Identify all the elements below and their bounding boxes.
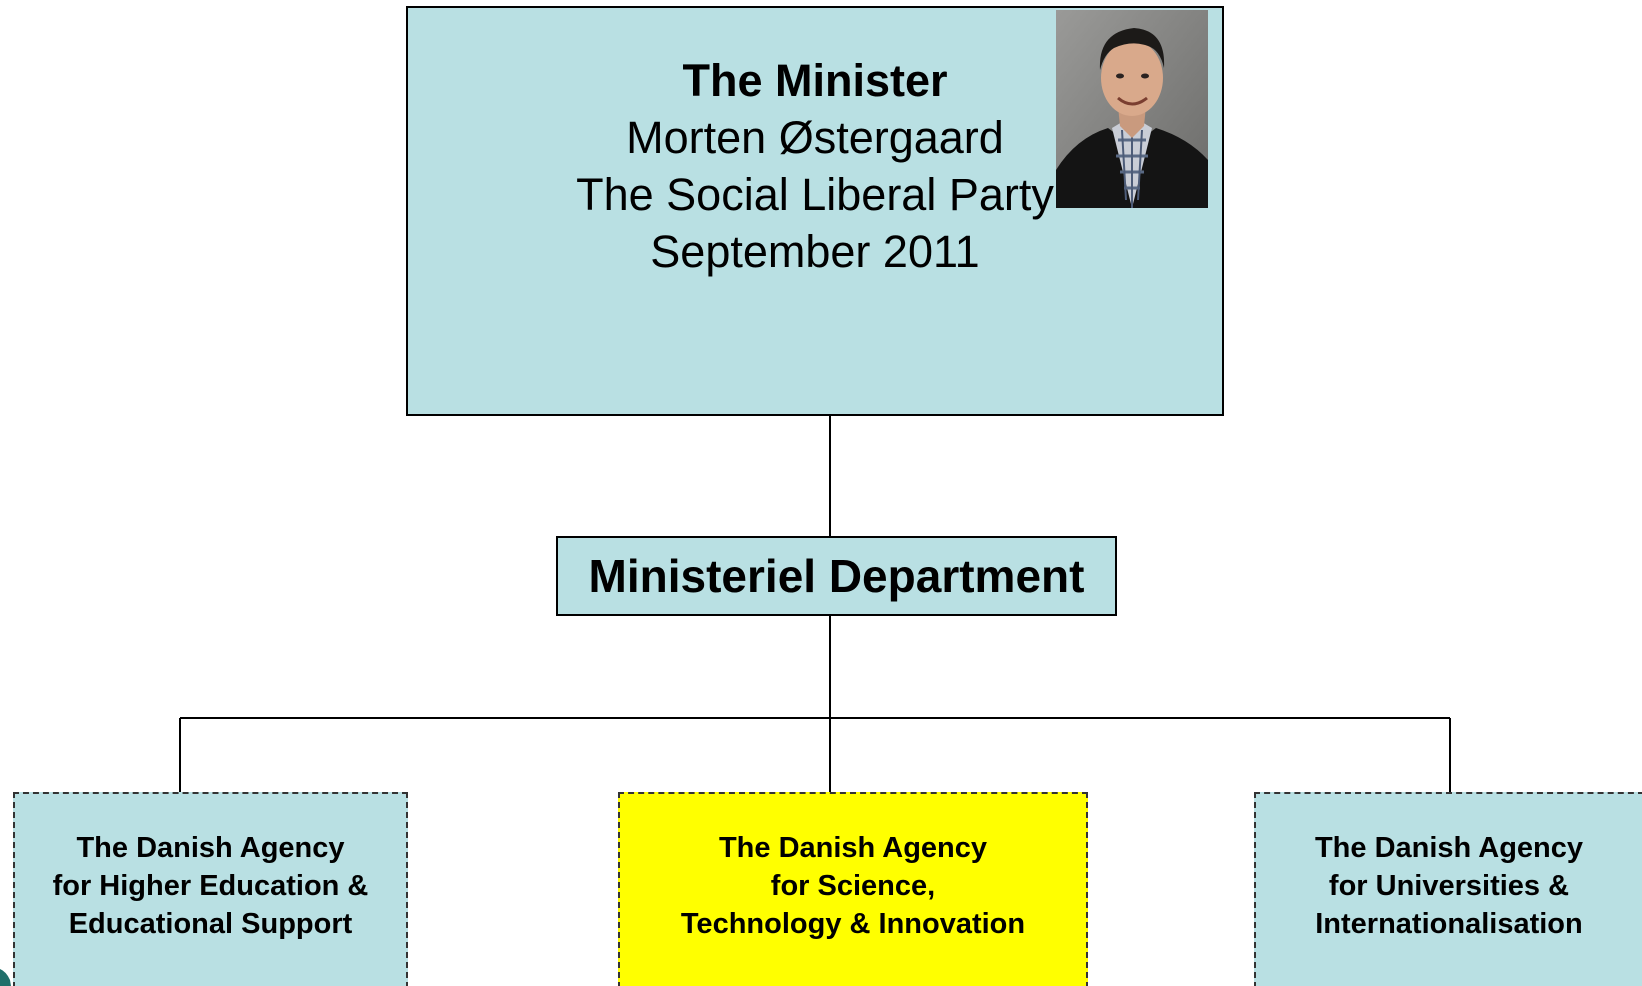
agency-line: The Danish Agency: [718, 832, 988, 864]
agency-line: The Danish Agency: [1314, 832, 1584, 864]
agency-higher-education-box: The Danish Agency for Higher Education &…: [13, 792, 408, 986]
minister-name: Morten Østergaard: [626, 112, 1004, 163]
agency-line: Technology & Innovation: [680, 908, 1026, 940]
minister-date: September 2011: [650, 226, 980, 277]
minister-photo: [1056, 10, 1208, 208]
agency-universities-box: The Danish Agency for Universities & Int…: [1254, 792, 1642, 986]
agency-science-technology-box: The Danish Agency for Science, Technolog…: [618, 792, 1088, 986]
minister-party: The Social Liberal Party: [576, 169, 1054, 220]
department-box: Ministeriel Department: [556, 536, 1117, 616]
agency-line: The Danish Agency: [76, 832, 345, 864]
corner-decoration-icon: [0, 958, 12, 986]
agency-line: for Science,: [770, 870, 936, 902]
minister-box: The Minister Morten Østergaard The Socia…: [406, 6, 1224, 416]
agency-line: for Universities &: [1328, 870, 1570, 902]
department-label: Ministeriel Department: [588, 550, 1085, 602]
agency-line: Internationalisation: [1315, 908, 1583, 940]
minister-title: The Minister: [682, 55, 948, 106]
agency-line: for Higher Education &: [52, 870, 369, 902]
agency-line: Educational Support: [68, 908, 353, 940]
